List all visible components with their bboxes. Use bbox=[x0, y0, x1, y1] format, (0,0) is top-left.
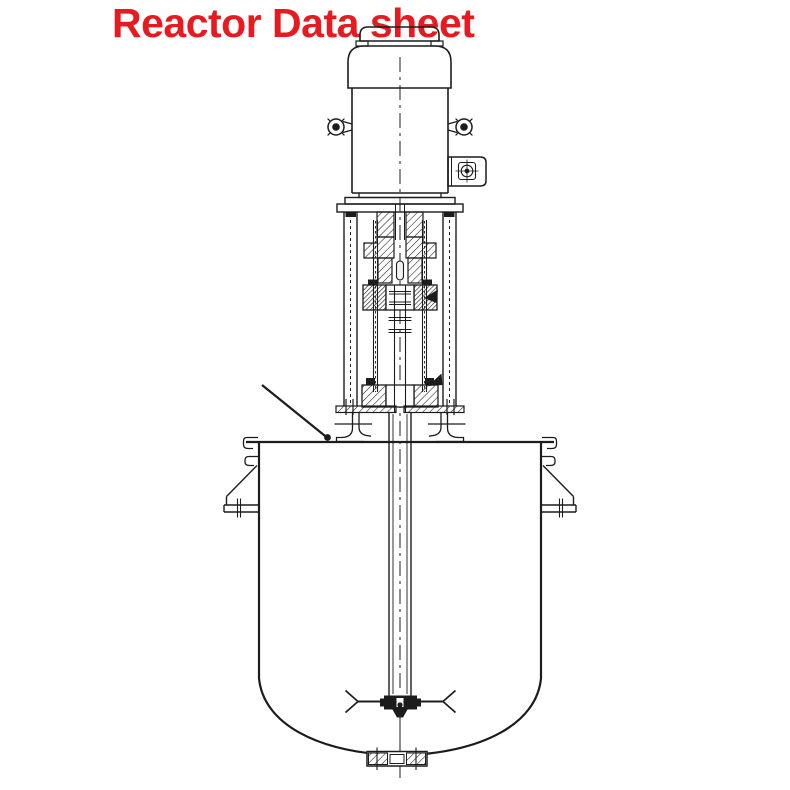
intermediate-shaft bbox=[388, 310, 412, 385]
agitator-shaft-tube bbox=[388, 412, 412, 696]
support-lug-left bbox=[223, 465, 258, 518]
impeller bbox=[344, 689, 457, 718]
lifting-eyebolt-right bbox=[447, 118, 473, 136]
lifting-eyebolt-left bbox=[327, 118, 353, 136]
pointer-arrow-icon bbox=[424, 289, 438, 303]
lantern-column-left bbox=[343, 212, 358, 406]
shaft-coupling bbox=[363, 211, 437, 284]
motor-fan-cap bbox=[355, 26, 444, 47]
bottom-outlet-nozzle bbox=[366, 747, 428, 770]
rim-lip-right bbox=[542, 436, 558, 467]
rigid-coupling bbox=[362, 279, 438, 311]
mechanical-seal bbox=[361, 373, 443, 412]
cable-gland-icon bbox=[455, 159, 479, 183]
page-title: Reactor Data sheet bbox=[112, 0, 475, 46]
rim-lip-left bbox=[242, 436, 258, 467]
terminal-box bbox=[447, 156, 487, 187]
pointer-arrow-icon bbox=[428, 373, 443, 386]
support-lug-right bbox=[542, 465, 577, 518]
seal-gland-flange bbox=[335, 399, 465, 415]
leader-line bbox=[261, 384, 331, 441]
drive-lantern bbox=[334, 211, 466, 443]
lantern-column-right bbox=[442, 212, 457, 406]
